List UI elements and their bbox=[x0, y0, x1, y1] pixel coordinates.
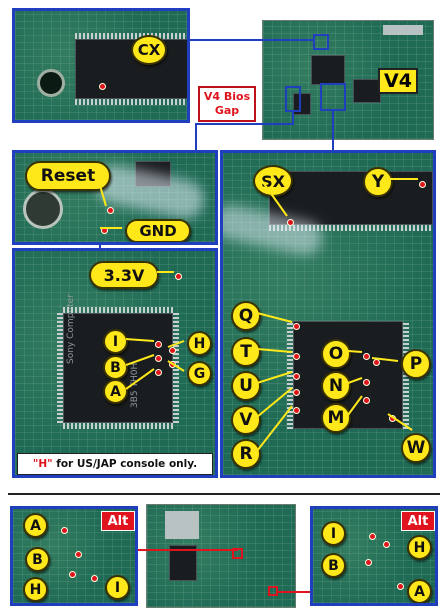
chip-code-text: 3B5 TH0H bbox=[130, 362, 140, 408]
pin-q-label: Q bbox=[231, 301, 261, 331]
board-chip-3 bbox=[293, 93, 311, 115]
bottom-board-heatsink bbox=[165, 511, 199, 539]
pin-o-point bbox=[363, 353, 370, 360]
gnd-label: GND bbox=[125, 219, 191, 242]
main-chip-panel: SX Y Q T U V R O N M P W bbox=[220, 150, 436, 478]
pin-h-point bbox=[169, 347, 176, 354]
alt-right-b-label: B bbox=[321, 553, 346, 578]
alt-left-b-label: B bbox=[25, 547, 50, 572]
cx-hole bbox=[37, 69, 65, 97]
pin-b-label: B bbox=[103, 355, 128, 380]
cx-chip-pins bbox=[75, 33, 187, 39]
alt-left-h-point bbox=[69, 571, 76, 578]
cx-chip-pins-bottom bbox=[75, 99, 187, 105]
bios-pins-top bbox=[63, 307, 173, 313]
gnd-point bbox=[101, 227, 108, 234]
v33-label: 3.3V bbox=[89, 261, 159, 289]
alt-left-i-label: I bbox=[105, 575, 130, 600]
pin-i-point bbox=[155, 341, 162, 348]
alt-left-badge: Alt bbox=[101, 511, 135, 531]
pin-v-label: V bbox=[231, 405, 261, 435]
pin-m-point bbox=[363, 397, 370, 404]
pin-p-point bbox=[373, 359, 380, 366]
alt-right-a-label: A bbox=[407, 579, 432, 603]
pin-m-label: M bbox=[321, 403, 351, 433]
pin-g-label: G bbox=[187, 361, 212, 386]
alt-left-b-point bbox=[75, 551, 82, 558]
sx-chip bbox=[269, 171, 433, 225]
y-label: Y bbox=[363, 167, 393, 197]
chip-brand-text: Sony Computer bbox=[66, 294, 76, 364]
pin-h-label: H bbox=[187, 331, 212, 356]
alt-right-panel: I H B A Alt bbox=[310, 506, 438, 606]
v4-box-cx bbox=[313, 34, 329, 50]
bottom-board-photo bbox=[146, 504, 296, 608]
pin-o-label: O bbox=[321, 339, 351, 369]
reset-cap bbox=[23, 189, 63, 229]
board-main-chip bbox=[311, 55, 345, 85]
pin-t-point bbox=[293, 353, 300, 360]
bios-pins-right bbox=[173, 313, 179, 423]
alt-right-i-label: I bbox=[321, 521, 346, 546]
sx-label: SX bbox=[253, 165, 293, 197]
pin-t-label: T bbox=[231, 337, 261, 367]
alt-right-i-point bbox=[369, 533, 376, 540]
pin-p-label: P bbox=[401, 349, 431, 379]
pin-w-point bbox=[389, 415, 396, 422]
alt-left-a-point bbox=[61, 527, 68, 534]
reset-gnd-panel: Reset GND bbox=[12, 150, 218, 245]
h-note-rest: for US/JAP console only. bbox=[52, 458, 198, 470]
pin-r-point bbox=[293, 407, 300, 414]
pin-n-point bbox=[363, 379, 370, 386]
h-note-quoted: "H" bbox=[32, 458, 53, 470]
alt-left-i-point bbox=[91, 575, 98, 582]
bios-pins-left bbox=[57, 313, 63, 423]
pin-u-label: U bbox=[231, 371, 261, 401]
alt-left-a-label: A bbox=[23, 513, 48, 538]
pin-i-label: I bbox=[103, 329, 128, 354]
alt-right-badge: Alt bbox=[401, 511, 435, 531]
pin-r-label: R bbox=[231, 439, 261, 469]
board-chip-2 bbox=[353, 79, 381, 103]
pin-n-label: N bbox=[321, 371, 351, 401]
bottom-board-chip bbox=[169, 545, 197, 581]
section-divider bbox=[8, 493, 440, 495]
cx-point bbox=[99, 83, 106, 90]
pin-g-point bbox=[169, 361, 176, 368]
v4-box-main bbox=[320, 83, 346, 111]
alt-right-b-point bbox=[365, 559, 372, 566]
board-connector bbox=[383, 25, 423, 35]
pin-b-point bbox=[155, 355, 162, 362]
v33-point bbox=[175, 273, 182, 280]
bottom-box-left bbox=[232, 548, 243, 559]
alt-right-h-label: H bbox=[407, 535, 432, 560]
bottom-box-right bbox=[268, 586, 278, 596]
alt-right-a-point bbox=[397, 583, 404, 590]
v4-label: V4 bbox=[378, 68, 418, 94]
cx-closeup-panel: CX bbox=[12, 8, 190, 123]
v4-board-photo bbox=[262, 20, 434, 140]
pin-q-point bbox=[293, 323, 300, 330]
alt-left-panel: A B H I Alt bbox=[10, 506, 138, 606]
alt-left-h-label: H bbox=[23, 577, 48, 602]
bios-gap-text: V4 Bios Gap bbox=[203, 90, 251, 117]
pin-u-point bbox=[293, 373, 300, 380]
cx-label: CX bbox=[131, 35, 167, 65]
reset-point bbox=[107, 207, 114, 214]
h-note: "H" for US/JAP console only. bbox=[17, 453, 213, 475]
pin-w-label: W bbox=[401, 433, 431, 463]
bios-gap-label: V4 Bios Gap bbox=[198, 86, 256, 122]
bios-pins-bottom bbox=[63, 423, 173, 429]
v4-box-bios bbox=[285, 86, 301, 112]
pin-a-point bbox=[155, 369, 162, 376]
pin-v-point bbox=[293, 389, 300, 396]
pin-a-label: A bbox=[103, 379, 128, 404]
y-point bbox=[419, 181, 426, 188]
alt-right-h-point bbox=[383, 541, 390, 548]
sx-chip-pins bbox=[269, 225, 433, 231]
bios-chip-panel: Sony Computer 3B5 TH0H 3.3V I B A H G "H… bbox=[12, 248, 218, 478]
reset-label: Reset bbox=[25, 161, 111, 191]
sx-point bbox=[287, 219, 294, 226]
